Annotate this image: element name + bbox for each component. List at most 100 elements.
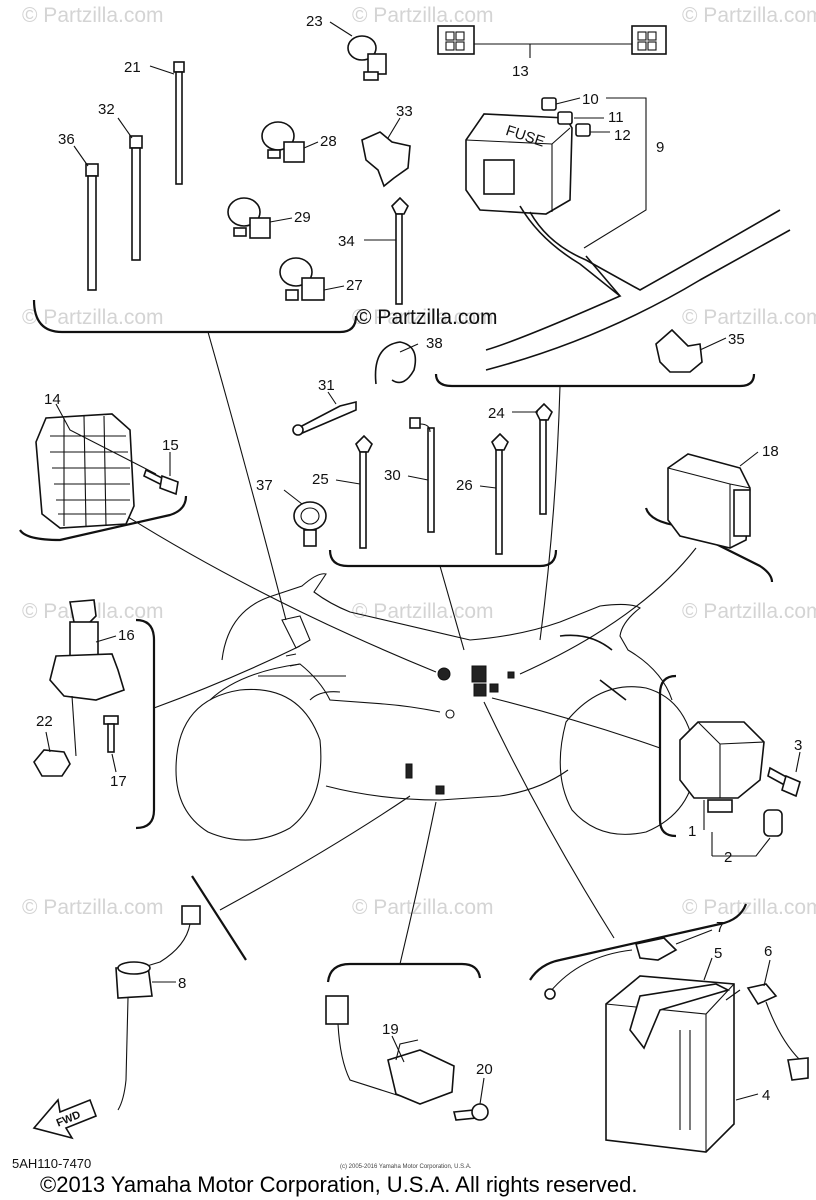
rear-wheel-outline: [559, 686, 697, 835]
bodywork-top-line: [221, 573, 673, 701]
callout-25: 25: [312, 471, 329, 488]
fuse-cover-2: [763, 809, 783, 837]
callout-37: 37: [256, 477, 273, 494]
holder-35: [655, 328, 703, 373]
watermark: © Partzilla.com: [682, 896, 816, 919]
leader-28: [303, 141, 319, 149]
cable-ties-clamps-group: [73, 21, 411, 305]
switch-body: [69, 621, 99, 659]
leader-5: [703, 957, 713, 981]
relay-socket: [733, 489, 751, 537]
regulator-ribs: [63, 415, 107, 527]
leader-36: [73, 145, 89, 167]
connector-dot: [437, 667, 451, 681]
chassis-bottom-line: [325, 769, 569, 801]
cable-tie-21: [173, 61, 185, 185]
leader-17: [111, 753, 117, 773]
callout-32: 32: [98, 101, 115, 118]
copyright-line: ©2013 Yamaha Motor Corporation, U.S.A. A…: [40, 1172, 637, 1197]
leader-7: [675, 929, 713, 945]
tiny-copyright-notice: (c) 2005-2016 Yamaha Motor Corporation, …: [340, 1164, 472, 1170]
harness-connectors: [405, 665, 515, 795]
callout-labels: 1 2 3 4 5 6 7 8 9 10 11 12 13 14 15 16 1…: [36, 13, 802, 1104]
cable-tie-36: [85, 163, 99, 291]
callout-13: 13: [512, 63, 529, 80]
leader-16: [95, 635, 117, 643]
clamp-27: [279, 257, 325, 301]
leader-line: [519, 547, 697, 675]
connector-block: [507, 671, 515, 679]
callout-20: 20: [476, 1061, 493, 1078]
main-switch-group: [33, 599, 125, 777]
cap-22: [33, 749, 71, 777]
callout-5: 5: [714, 945, 722, 962]
leader-line: [219, 795, 411, 911]
leader-20: [479, 1077, 485, 1105]
callout-16: 16: [118, 627, 135, 644]
leader-35: [699, 337, 727, 351]
callout-8: 8: [178, 975, 186, 992]
center-watermark: © Partzilla.com: [356, 306, 498, 329]
fwd-arrow: FWD: [32, 1098, 98, 1140]
leader-line: [119, 511, 437, 673]
front-wheel-outline: [175, 688, 322, 841]
callout-18: 18: [762, 443, 779, 460]
leader-31: [327, 391, 337, 405]
switch-connector: [181, 905, 201, 925]
bracket-starter-relay: [658, 674, 677, 838]
leader-2: [712, 837, 771, 857]
watermark: © Partzilla.com: [352, 4, 494, 27]
regulator-group: [35, 403, 179, 529]
tie-25: [355, 434, 373, 549]
leader-line: [153, 645, 301, 709]
battery-lead-7: [634, 937, 678, 961]
switch-coupler: [325, 995, 349, 1025]
switch-arm: [395, 1039, 419, 1061]
watermark: © Partzilla.com: [22, 306, 164, 329]
callout-6: 6: [764, 943, 772, 960]
leader-line: [539, 385, 561, 641]
motorcycle-outline: [175, 573, 697, 841]
watermark: © Partzilla.com: [352, 600, 494, 623]
cable-tie-32: [129, 135, 143, 261]
bracket-ties: [328, 549, 558, 568]
callout-23: 23: [306, 13, 323, 30]
callout-2: 2: [724, 849, 732, 866]
screw-20: [452, 1103, 489, 1121]
battery-lead-6: [746, 983, 778, 1006]
screw-17: [103, 715, 119, 753]
callout-21: 21: [124, 59, 141, 76]
bracket-battery: [529, 903, 748, 981]
neutral-switch-group: FWD: [32, 905, 201, 1140]
clamp-28: [261, 121, 305, 163]
battery-terminal: [544, 988, 556, 1000]
leader-9: [583, 97, 647, 249]
fairing-detail: [258, 653, 346, 677]
battery-lead-minus: [549, 949, 633, 993]
callout-38: 38: [426, 335, 443, 352]
connector-block: [473, 683, 487, 697]
callout-1: 1: [688, 823, 696, 840]
callout-28: 28: [320, 133, 337, 150]
callout-15: 15: [162, 437, 179, 454]
leader-21: [149, 65, 175, 75]
fuse-box-group: FUSE: [437, 25, 791, 373]
tie-24: [535, 402, 553, 515]
bolt-15: [143, 468, 179, 496]
coupler-13-left: [437, 25, 475, 55]
relay-edges: [697, 721, 765, 798]
leader-line: [399, 801, 437, 965]
leader-lines: [119, 331, 697, 965]
callout-3: 3: [794, 737, 802, 754]
watermark: © Partzilla.com: [352, 896, 494, 919]
leader-23: [329, 21, 353, 37]
battery-band-5: [629, 983, 731, 1050]
sidestand-switch-group: [325, 995, 489, 1121]
sidestand-switch-19: [387, 1049, 455, 1105]
leader-29: [269, 217, 293, 223]
diagram-code: 5AH110-7470: [12, 1156, 91, 1171]
leader-22: [45, 731, 51, 753]
leader-line: [483, 701, 615, 939]
leader-line: [439, 565, 465, 651]
switch-cable: [117, 997, 129, 1111]
